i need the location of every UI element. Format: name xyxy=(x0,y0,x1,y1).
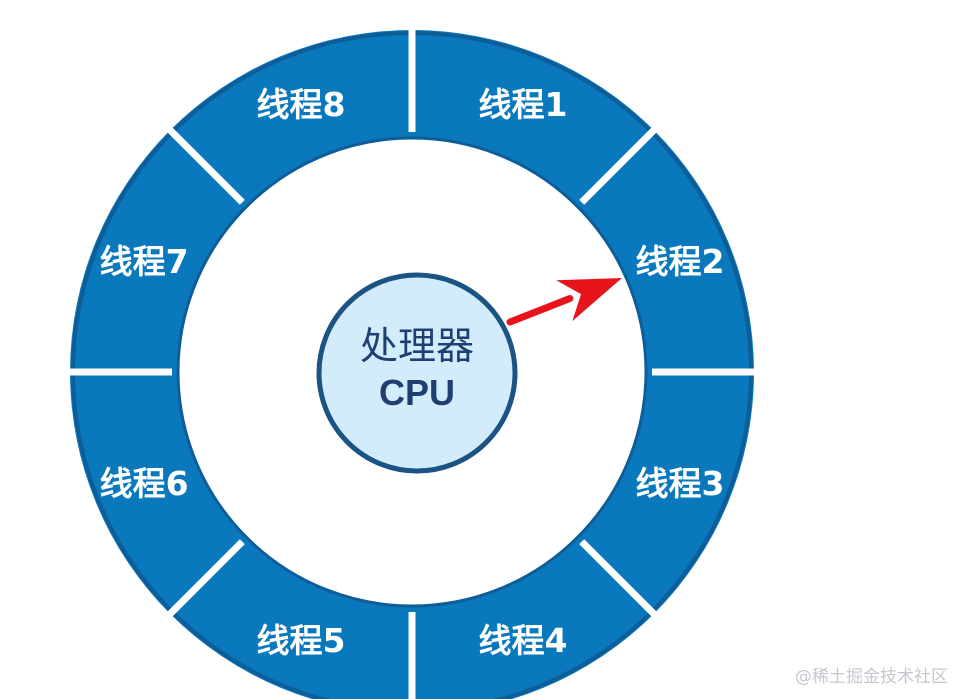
thread-label-2: 线程2 xyxy=(635,242,724,281)
segment-divider xyxy=(579,539,658,618)
segment-dividers xyxy=(68,28,756,699)
thread-label-5: 线程5 xyxy=(257,621,346,660)
processor-node: 处理器 CPU xyxy=(316,272,518,474)
thread-labels: 线程1 线程2 线程3 线程4 线程5 线程6 线程7 线程8 xyxy=(100,85,725,660)
watermark: @稀土掘金技术社区 xyxy=(795,667,948,687)
processor-circle xyxy=(316,272,518,474)
thread-label-3: 线程3 xyxy=(635,464,724,503)
thread-label-8: 线程8 xyxy=(257,85,346,124)
thread-label-7: 线程7 xyxy=(100,242,189,281)
segment-divider xyxy=(166,126,245,205)
arrow-head xyxy=(556,278,622,322)
active-thread-arrow xyxy=(506,278,622,326)
processor-title: 处理器 xyxy=(360,324,474,368)
thread-label-4: 线程4 xyxy=(478,621,567,660)
thread-label-6: 线程6 xyxy=(100,464,189,503)
thread-label-1: 线程1 xyxy=(478,85,567,124)
segment-divider xyxy=(166,539,245,618)
segment-divider xyxy=(579,126,658,205)
processor-subtitle: CPU xyxy=(379,372,455,413)
arrow-shaft xyxy=(506,294,574,326)
